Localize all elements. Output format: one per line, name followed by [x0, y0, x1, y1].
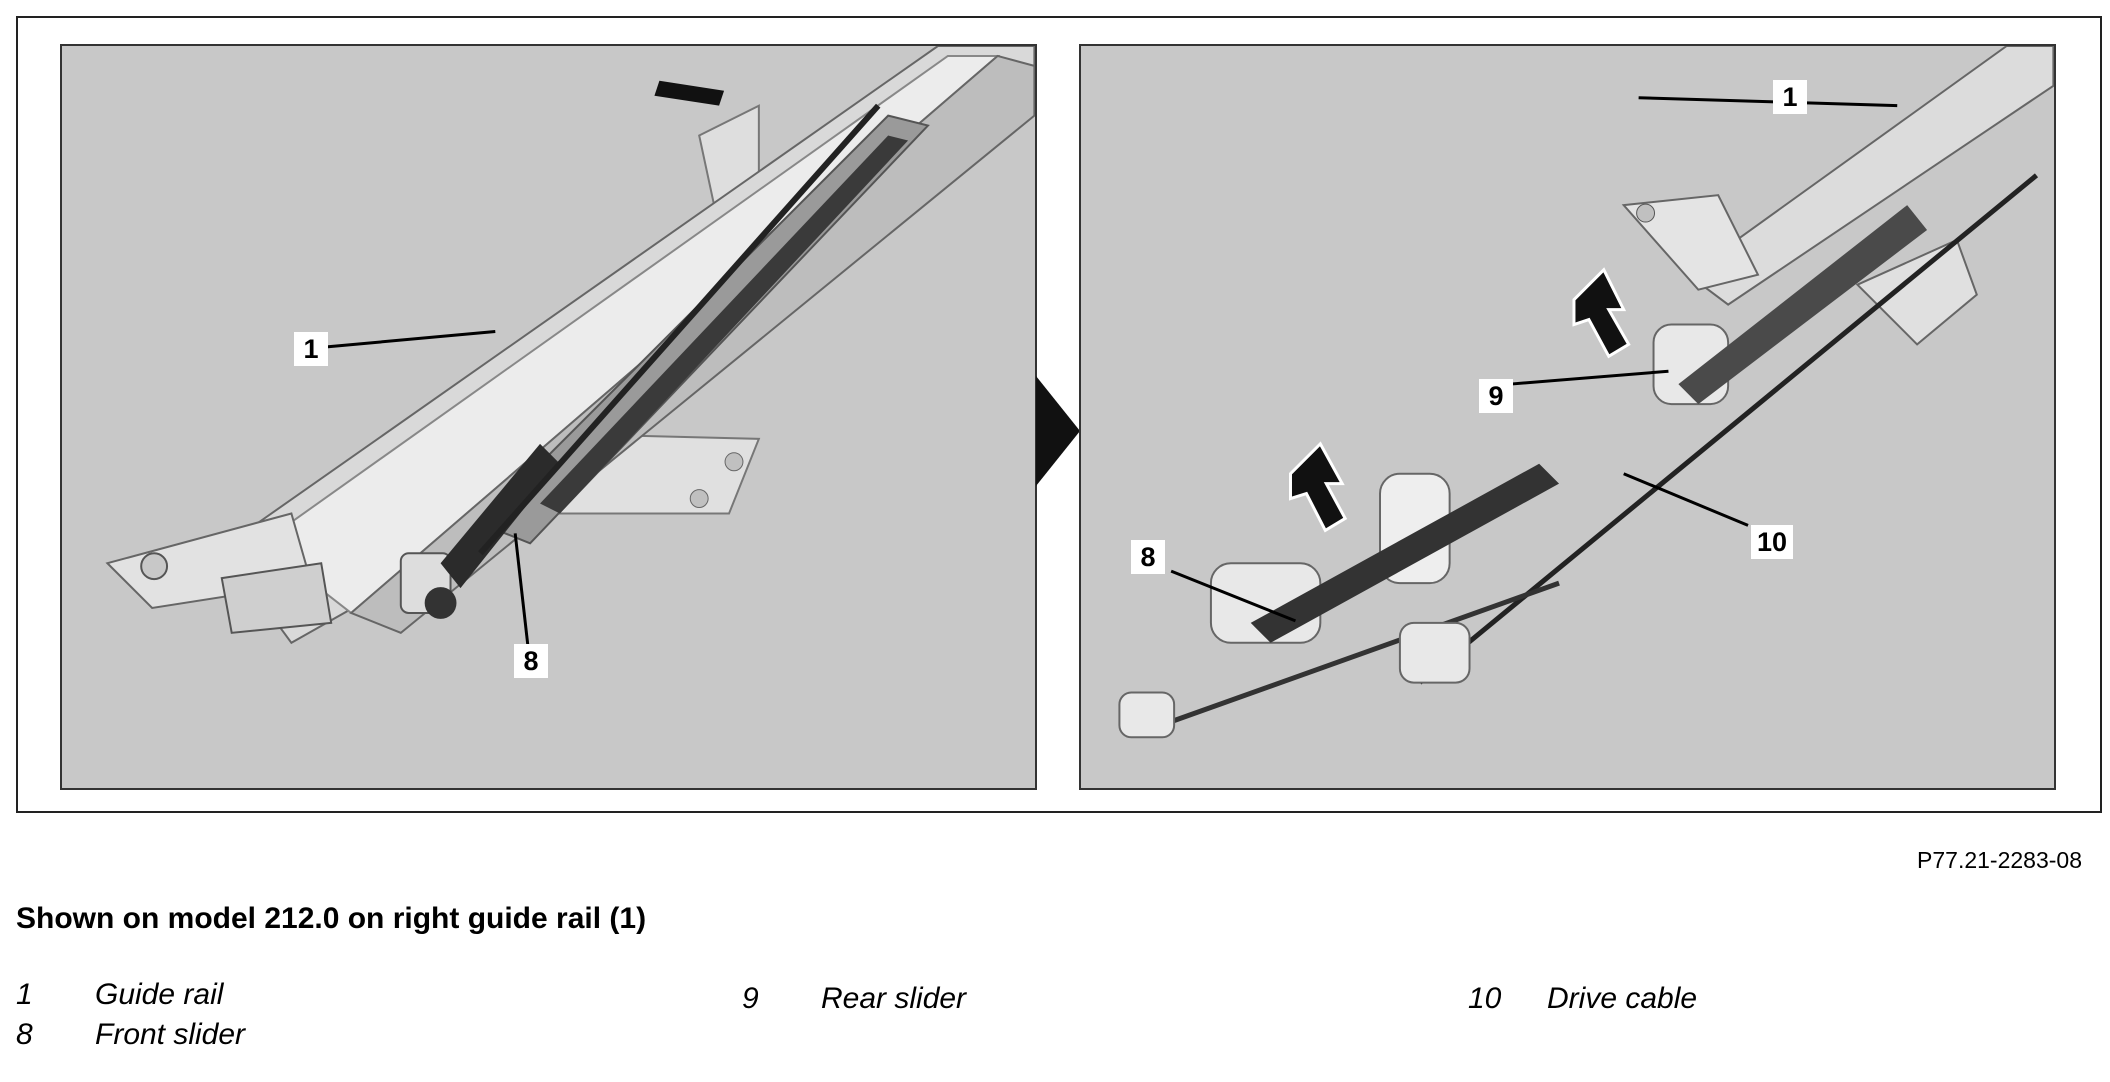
guide-rail-illustration [105, 46, 1035, 648]
photo-left-guide-rail: 1 8 [60, 44, 1037, 790]
legend-number: 8 [16, 1018, 33, 1051]
sliders-illustration [1118, 46, 2054, 739]
legend-description: Guide rail [95, 978, 224, 1011]
callout-drive-cable: 10 [1751, 525, 1794, 559]
legend-number: 1 [16, 978, 33, 1011]
callout-rear-slider: 9 [1479, 379, 1513, 413]
figure-frame: 1 8 [16, 16, 2102, 813]
callout-front-slider: 8 [514, 644, 548, 678]
legend-description: Front slider [95, 1018, 246, 1051]
caption-title: Shown on model 212.0 on right guide rail… [16, 902, 647, 935]
callout-guide-rail: 1 [1773, 80, 1807, 114]
callout-front-slider: 8 [1131, 540, 1165, 574]
photo-right-sliders: 1 9 8 10 [1079, 44, 2056, 790]
legend-number: 10 [1468, 982, 1502, 1015]
callout-guide-rail: 1 [294, 332, 328, 366]
legend-description: Rear slider [821, 982, 967, 1015]
legend-description: Drive cable [1547, 982, 1698, 1015]
figure-reference-code: P77.21-2283-08 [1917, 847, 2082, 873]
right-arrow-icon [1036, 376, 1080, 486]
legend-number: 9 [742, 982, 759, 1015]
